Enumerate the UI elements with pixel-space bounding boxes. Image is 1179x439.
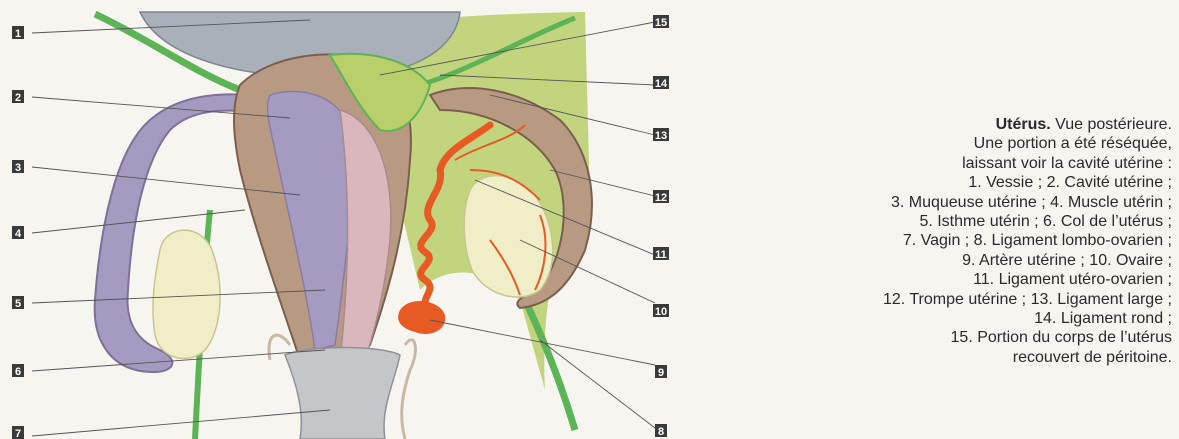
label-8: 8 (655, 424, 667, 438)
svg-text:6: 6 (15, 366, 21, 378)
caption-line: recouvert de péritoine. (740, 348, 1172, 367)
svg-text:8: 8 (658, 426, 664, 438)
label-10: 10 (653, 304, 669, 318)
label-2: 2 (12, 90, 24, 104)
label-14: 14 (653, 76, 669, 90)
svg-text:14: 14 (655, 78, 668, 90)
caption-line: 12. Trompe utérine ; 13. Ligament large … (740, 290, 1172, 309)
caption-line: 1. Vessie ; 2. Cavité utérine ; (740, 173, 1172, 192)
svg-text:5: 5 (15, 298, 21, 310)
caption-line: Une portion a été réséquée, (740, 134, 1172, 153)
caption-line: 9. Artère utérine ; 10. Ovaire ; (740, 251, 1172, 270)
label-4: 4 (12, 226, 24, 240)
label-1: 1 (12, 26, 24, 40)
label-15: 15 (653, 15, 669, 29)
label-6: 6 (12, 364, 24, 378)
label-9: 9 (655, 365, 667, 379)
label-3: 3 (12, 160, 24, 174)
label-12: 12 (653, 190, 669, 204)
svg-text:9: 9 (658, 367, 664, 379)
figure-caption: Utérus. Vue postérieure. Une portion a é… (740, 115, 1172, 367)
svg-text:7: 7 (15, 428, 21, 439)
svg-text:15: 15 (655, 17, 667, 29)
vagina (285, 348, 400, 439)
caption-line: 7. Vagin ; 8. Ligament lombo-ovarien ; (740, 231, 1172, 250)
label-5: 5 (12, 296, 24, 310)
caption-line: 3. Muqueuse utérine ; 4. Muscle utérin ; (740, 193, 1172, 212)
caption-title: Utérus. (996, 116, 1051, 133)
svg-text:4: 4 (15, 228, 22, 240)
caption-line: laissant voir la cavité utérine : (740, 154, 1172, 173)
left-ovary (153, 230, 220, 358)
label-13: 13 (653, 128, 669, 142)
svg-text:1: 1 (15, 28, 21, 40)
caption-line: 5. Isthme utérin ; 6. Col de l’utérus ; (740, 212, 1172, 231)
svg-text:2: 2 (15, 92, 21, 104)
caption-title-rest: Vue postérieure. (1051, 116, 1172, 133)
caption-line: 14. Ligament rond ; (740, 309, 1172, 328)
label-11: 11 (653, 247, 669, 261)
svg-text:13: 13 (655, 130, 667, 142)
svg-text:11: 11 (655, 249, 667, 261)
label-7: 7 (12, 426, 24, 439)
svg-text:3: 3 (15, 162, 21, 174)
caption-line: 15. Portion du corps de l’utérus (740, 328, 1172, 347)
svg-text:12: 12 (655, 192, 667, 204)
caption-line: 11. Ligament utéro-ovarien ; (740, 270, 1172, 289)
svg-text:10: 10 (655, 306, 667, 318)
caption-line-title: Utérus. Vue postérieure. (740, 115, 1172, 134)
